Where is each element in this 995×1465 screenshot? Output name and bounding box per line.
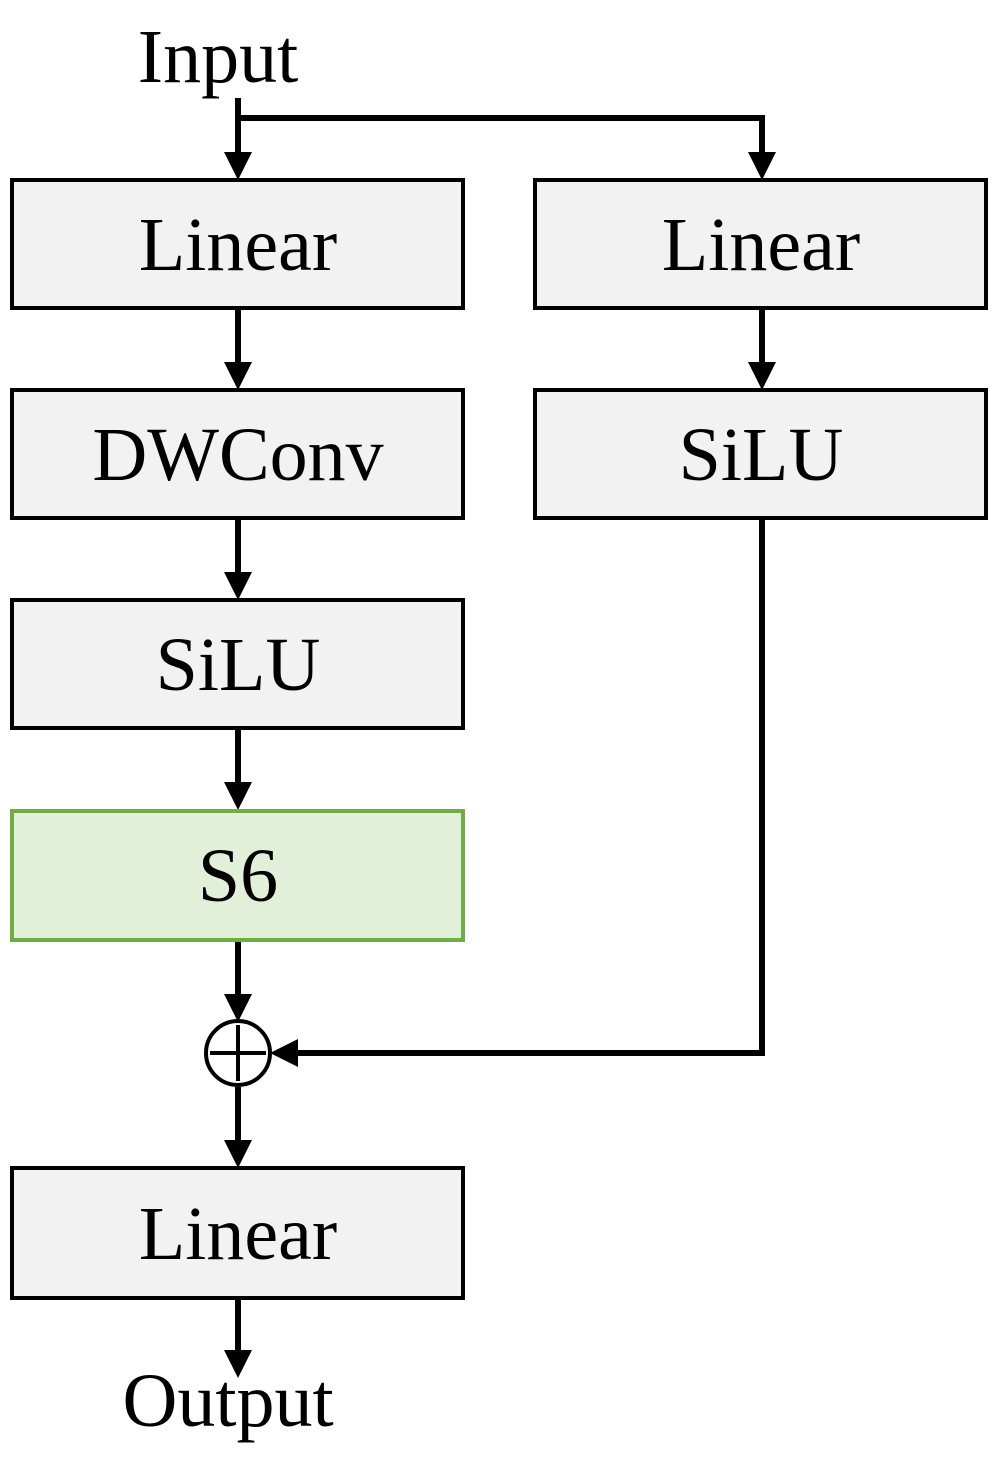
dwconv-label: DWConv xyxy=(92,413,383,497)
left-linear-block: Linear xyxy=(10,178,465,310)
output-label: Output xyxy=(122,1359,333,1443)
arrowhead xyxy=(224,362,252,390)
elementwise-multiply-node xyxy=(204,1019,272,1087)
arrowhead xyxy=(270,1039,298,1067)
right-linear-block: Linear xyxy=(533,178,988,310)
right-silu-label: SiLU xyxy=(679,413,844,497)
right-silu-block: SiLU xyxy=(533,388,988,520)
left-linear-label: Linear xyxy=(139,203,337,287)
arrowhead xyxy=(224,782,252,810)
right-linear-label: Linear xyxy=(662,203,860,287)
connections xyxy=(235,98,765,1358)
arrowheads xyxy=(224,152,776,1378)
arrowhead xyxy=(224,1350,252,1378)
wire-right-silu-to-merge xyxy=(292,518,765,1056)
arrowhead xyxy=(748,152,776,180)
left-silu-block: SiLU xyxy=(10,598,465,730)
arrowhead xyxy=(748,362,776,390)
arrowhead xyxy=(224,1140,252,1168)
output-linear-label: Linear xyxy=(139,1192,337,1276)
input-label: Input xyxy=(138,15,298,99)
arrowhead xyxy=(224,994,252,1022)
arrowhead xyxy=(224,572,252,600)
output-linear-block: Linear xyxy=(10,1166,465,1300)
left-silu-label: SiLU xyxy=(156,623,321,707)
input-split-wire xyxy=(235,98,765,158)
s6-label: S6 xyxy=(198,834,278,918)
arrowhead xyxy=(224,152,252,180)
dwconv-block: DWConv xyxy=(10,388,465,520)
s6-block: S6 xyxy=(10,809,465,942)
